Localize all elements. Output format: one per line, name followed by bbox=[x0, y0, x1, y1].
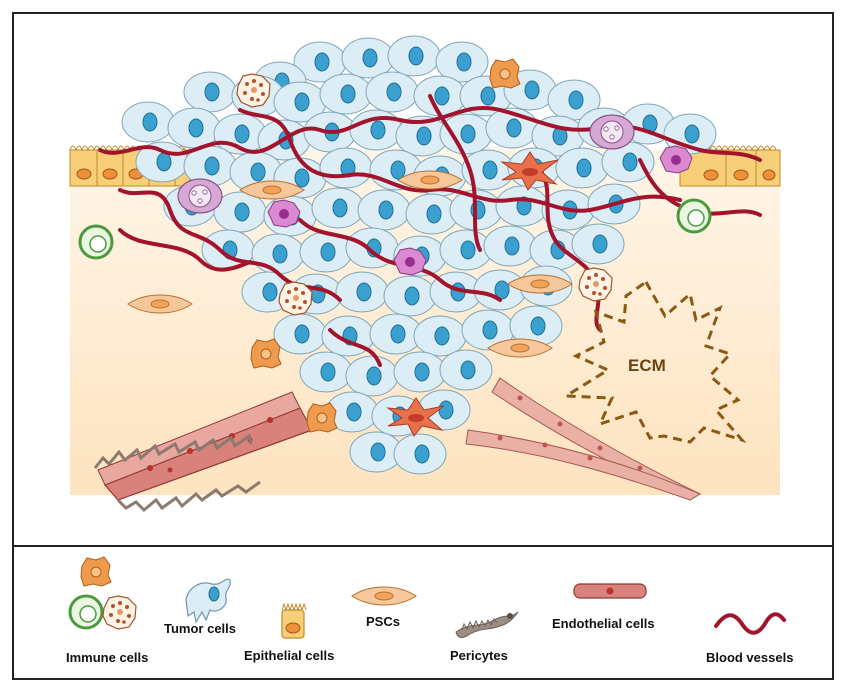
legend-immune-dotted-icon bbox=[102, 595, 137, 630]
legend-epithelial-cell-icon bbox=[281, 602, 307, 639]
ecm-label: ECM bbox=[628, 356, 666, 375]
legend-pericyte-icon bbox=[455, 611, 519, 638]
endothelial-vessel-right bbox=[465, 377, 702, 501]
legend-label-tumor-cells: Tumor cells bbox=[164, 621, 237, 636]
legend-immune-orange-icon bbox=[80, 556, 112, 587]
legend-immune-green-icon bbox=[68, 594, 104, 630]
legend-label-endothelial-cells: Endothelial cells bbox=[552, 616, 655, 631]
endothelial-vessel-left bbox=[93, 391, 313, 513]
legend-psc-icon bbox=[351, 586, 417, 606]
legend-tumor-cell-icon bbox=[185, 578, 231, 624]
legend-endothelial-cell-icon bbox=[573, 583, 647, 599]
legend-blood-vessel-icon bbox=[714, 612, 786, 635]
legend-label-pericytes: Pericytes bbox=[450, 648, 508, 663]
ecm-region bbox=[561, 279, 747, 444]
legend-label-pscs: PSCs bbox=[366, 614, 400, 629]
epithelium-right bbox=[679, 145, 781, 187]
legend-label-immune-cells: Immune cells bbox=[66, 650, 149, 665]
legend-divider bbox=[12, 545, 834, 547]
legend-label-epithelial-cells: Epithelial cells bbox=[244, 648, 335, 663]
legend-label-blood-vessels: Blood vessels bbox=[706, 650, 794, 665]
